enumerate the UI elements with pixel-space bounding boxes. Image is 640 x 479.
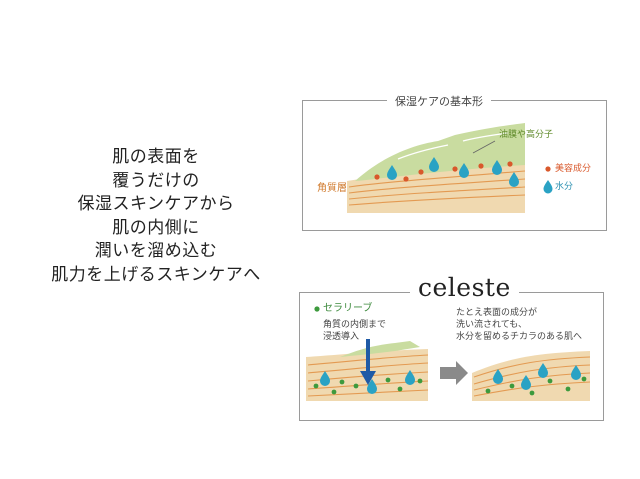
ingredient-desc-line: 角質の内側まで xyxy=(323,320,387,330)
headline-line: 肌力を上げるスキンケアへ xyxy=(51,264,261,285)
headline-line: 覆うだけの xyxy=(112,170,200,191)
result-text-line: 水分を留めるチカラのある肌へ xyxy=(456,332,583,342)
brand-name: celeste xyxy=(410,273,519,302)
ingredient-dots-after xyxy=(485,376,587,396)
water-drops-before xyxy=(320,370,415,394)
result-text-line: たとえ表面の成分が xyxy=(456,308,538,318)
headline: 肌の表面を 覆うだけの 保湿スキンケアから 肌の内側に 潤いを溜め込む 肌力を上… xyxy=(30,146,282,288)
water-drops-after xyxy=(493,363,581,390)
water-drops xyxy=(387,157,519,187)
film-leader-line xyxy=(472,140,496,154)
transition-arrow xyxy=(440,361,468,385)
ingredient-legend-dot xyxy=(314,306,320,312)
headline-line: 肌の表面を xyxy=(112,147,200,167)
beauty-ingredient-dots xyxy=(374,161,513,182)
ingredient-dots-before xyxy=(313,377,423,395)
headline-line: 潤いを溜め込む xyxy=(94,241,218,262)
celeste-care-panel: celeste xyxy=(299,273,604,421)
result-text-line: 洗い流されても、 xyxy=(456,320,528,330)
panel-title: 保湿ケアの基本形 xyxy=(387,93,491,109)
basic-moisture-care-panel: 保湿ケアの基本形 油膜 xyxy=(302,93,607,231)
legend-water-drop xyxy=(543,180,553,194)
basic-care-illustration xyxy=(347,123,553,213)
celeste-care-illustration xyxy=(306,306,591,401)
legend-beauty-label: 美容成分 xyxy=(555,164,592,174)
film-label: 油膜や高分子 xyxy=(499,130,554,140)
legend-beauty-dot xyxy=(545,166,551,172)
headline-line: 肌の内側に xyxy=(112,217,200,238)
headline-line: 保湿スキンケアから xyxy=(77,194,235,215)
ingredient-desc-line: 浸透導入 xyxy=(323,332,360,342)
film-remnant-shape xyxy=(340,341,420,357)
legend-water-label: 水分 xyxy=(555,182,574,192)
stratum-corneum-label: 角質層 xyxy=(317,183,347,194)
film-highlight-lines xyxy=(397,132,509,160)
skin-after-shape xyxy=(472,351,590,401)
ingredient-label: セラリーブ xyxy=(323,303,373,314)
penetration-arrow-head xyxy=(360,371,376,385)
